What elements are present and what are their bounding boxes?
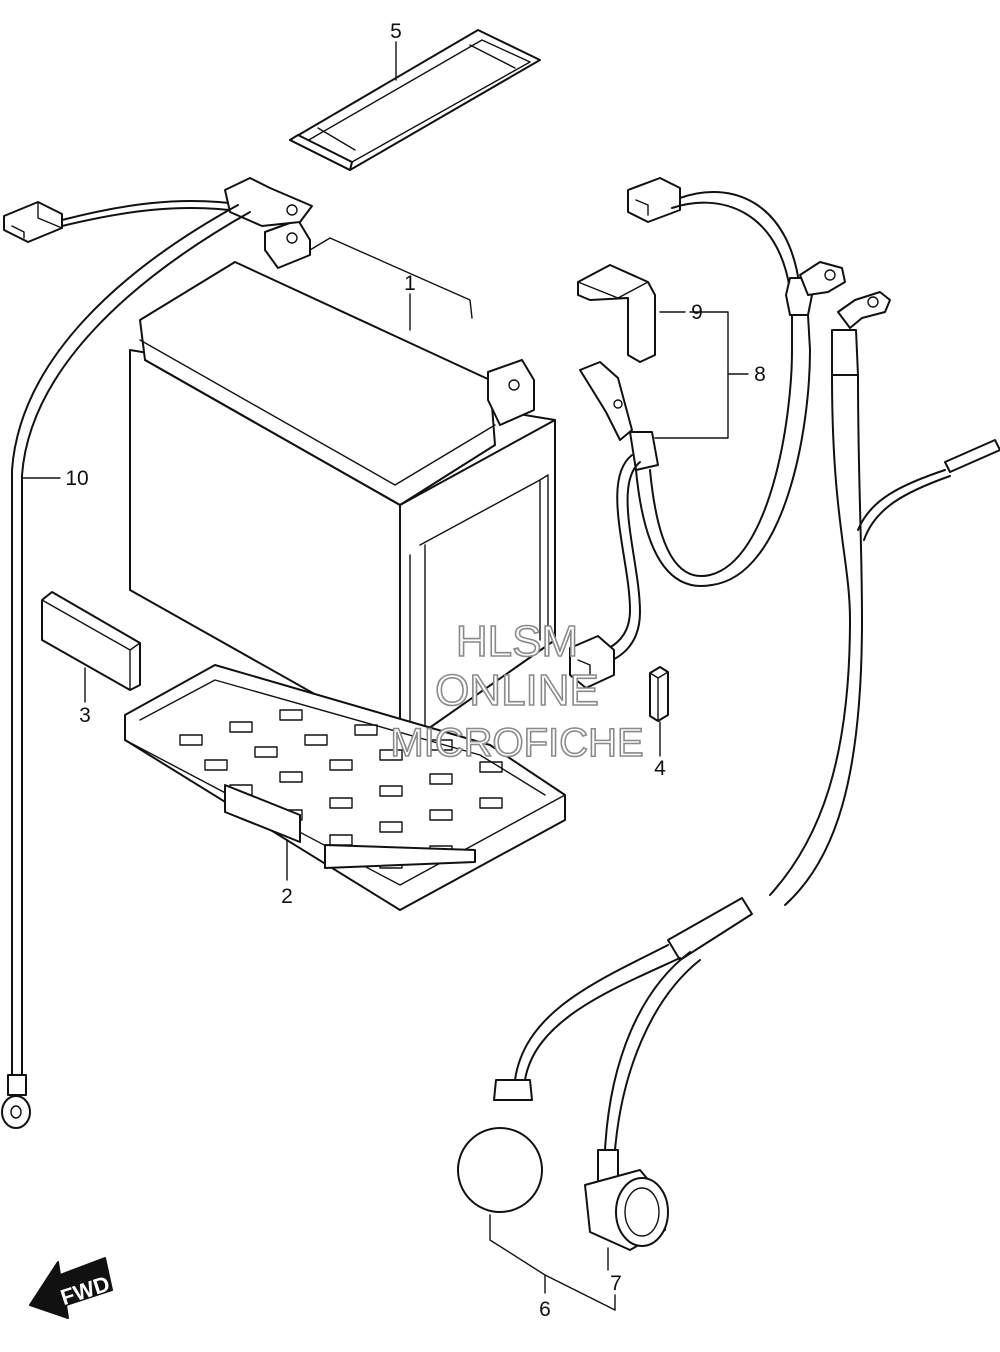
callout-7: 7 xyxy=(610,1272,622,1295)
watermark-line-1: HLSM xyxy=(456,617,578,666)
callout-1: 1 xyxy=(404,272,416,295)
leader-8-bracket xyxy=(654,311,729,439)
callout-2: 2 xyxy=(281,885,293,908)
part-4-clip xyxy=(649,666,669,722)
callout-4: 4 xyxy=(654,757,666,780)
part-2-battery-tray xyxy=(124,664,566,911)
callout-10: 10 xyxy=(65,467,88,490)
callout-5: 5 xyxy=(390,20,402,43)
leader-6-bracket xyxy=(489,1214,616,1311)
watermark-line-2: ONLINE xyxy=(435,666,599,715)
callout-6: 6 xyxy=(539,1298,551,1321)
callout-9: 9 xyxy=(691,301,703,324)
watermark-line-3: MICROFICHE xyxy=(390,721,643,765)
part-10-ground-lead xyxy=(1,177,313,1129)
callout-8: 8 xyxy=(754,363,766,386)
part-3-pad xyxy=(41,591,141,691)
fwd-arrow: FWD xyxy=(29,1257,113,1319)
callout-3: 3 xyxy=(79,704,91,727)
part-1-battery xyxy=(129,219,556,746)
part-9-terminal-cover xyxy=(577,264,656,363)
part-6-7-sensor-lead xyxy=(457,291,1000,1251)
part-5-battery-strap xyxy=(289,29,541,171)
part-8-cable-harness xyxy=(569,177,846,689)
